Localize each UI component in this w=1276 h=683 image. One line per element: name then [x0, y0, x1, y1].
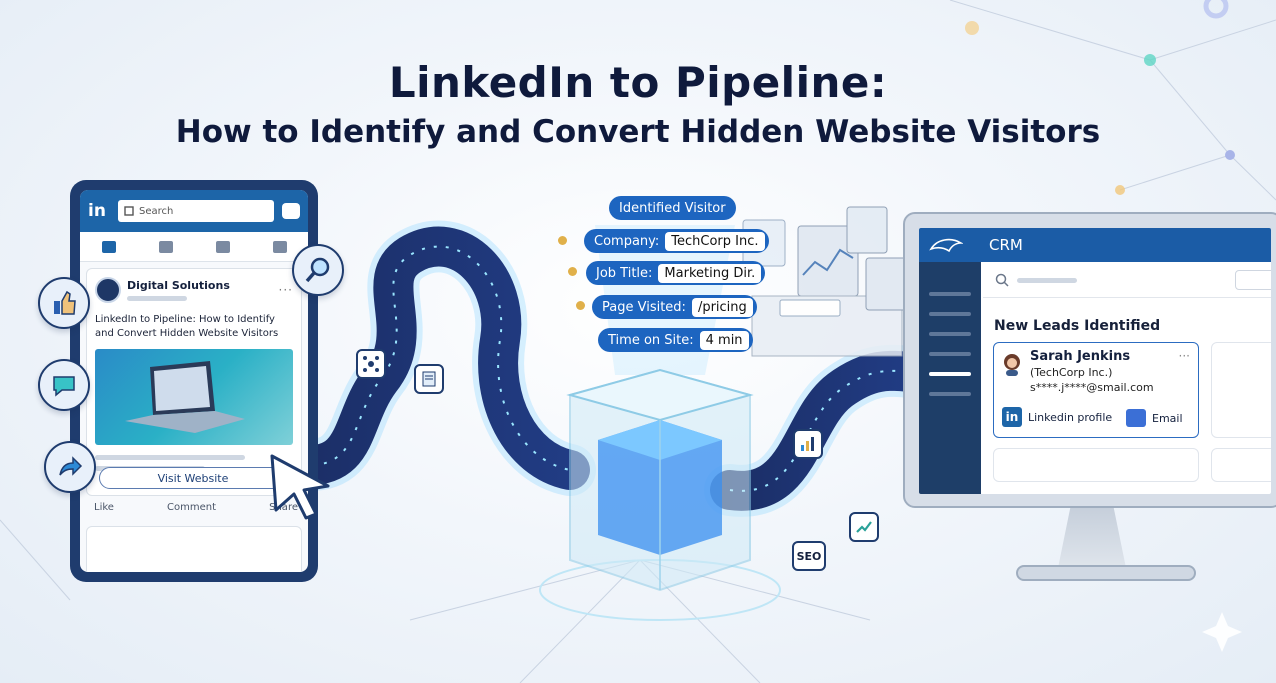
identified-visitor-header: Identified Visitor — [609, 196, 736, 220]
lead-card-placeholder — [1211, 448, 1271, 482]
send-icon[interactable] — [272, 240, 287, 253]
lead-linkedin-link[interactable]: in Linkedin profile — [1002, 407, 1112, 427]
notifications-icon[interactable] — [215, 240, 230, 253]
headline: LinkedIn to Pipeline: — [388, 58, 888, 107]
search-placeholder: Search — [139, 205, 174, 217]
network-nav-icon[interactable] — [158, 240, 173, 253]
search-input[interactable]: Search — [118, 200, 274, 222]
lead-linkedin-label: Linkedin profile — [1028, 410, 1113, 424]
field-label: Time on Site: — [608, 332, 694, 348]
linkedin-top-bar: in Search — [80, 190, 308, 232]
share-arrow-icon — [44, 441, 96, 493]
post-author: Digital Solutions — [127, 279, 230, 292]
email-icon — [1126, 409, 1146, 427]
sidebar-item[interactable] — [929, 292, 971, 296]
post-actions: Like Comment Share — [94, 502, 298, 513]
post-text: LinkedIn to Pipeline: How to Identify an… — [95, 314, 279, 339]
visitor-company-field: Company: TechCorp Inc. — [584, 229, 769, 253]
laptop-illustration — [125, 361, 245, 433]
crm-title: CRM — [989, 236, 1023, 254]
post-header: Digital Solutions ··· — [95, 277, 293, 303]
sidebar-item[interactable] — [929, 312, 971, 316]
sidebar-item-leads[interactable] — [929, 372, 971, 376]
post-meta-placeholder — [127, 296, 187, 301]
avatar — [1004, 354, 1020, 376]
thumbs-up-icon — [38, 277, 90, 329]
document-icon — [414, 364, 444, 394]
magnifier-icon — [292, 244, 344, 296]
lead-name: Sarah Jenkins — [1030, 349, 1131, 364]
post-image — [95, 349, 293, 445]
feed-post: Digital Solutions ··· LinkedIn to Pipeli… — [86, 268, 302, 496]
bar-chart-icon — [793, 429, 823, 459]
field-label: Company: — [594, 233, 660, 249]
crm-search-bar[interactable] — [983, 262, 1271, 298]
lead-email: s****.j****@smail.com — [1030, 381, 1154, 394]
monitor-stand — [1058, 508, 1126, 568]
search-placeholder-bar — [1017, 278, 1077, 283]
feed-post-placeholder — [86, 526, 302, 572]
field-label: Page Visited: — [602, 299, 686, 315]
visitor-job-title-field: Job Title: Marketing Dir. — [586, 261, 766, 285]
lead-company: (TechCorp Inc.) — [1030, 366, 1113, 379]
sidebar-item[interactable] — [929, 392, 971, 396]
comment-button[interactable]: Comment — [167, 502, 217, 513]
trend-up-icon — [849, 512, 879, 542]
lead-card-placeholder — [1211, 342, 1271, 438]
lead-card[interactable]: Sarah Jenkins (TechCorp Inc.) ··· s****.… — [993, 342, 1199, 438]
visitor-page-field: Page Visited: /pricing — [592, 295, 757, 319]
data-dot — [558, 236, 567, 245]
cursor-icon — [270, 454, 330, 520]
crm-filter-box[interactable] — [1235, 270, 1271, 290]
lead-email-link[interactable]: Email — [1126, 409, 1183, 427]
linkedin-icon: in — [1002, 407, 1022, 427]
visitor-time-field: Time on Site: 4 min — [598, 328, 753, 352]
field-value: Marketing Dir. — [658, 263, 762, 283]
message-icon[interactable] — [282, 203, 300, 219]
monitor-base — [1016, 565, 1196, 581]
lead-menu-icon[interactable]: ··· — [1178, 349, 1190, 363]
crm-header: CRM — [919, 228, 1271, 262]
visit-website-button[interactable]: Visit Website — [99, 467, 287, 489]
lead-card-placeholder — [993, 448, 1199, 482]
field-value: /pricing — [691, 297, 753, 317]
chat-bubble-icon — [38, 359, 90, 411]
share-button[interactable]: Share — [269, 502, 298, 513]
data-dot — [568, 267, 577, 276]
crm-monitor: CRM New Leads Identified Sarah Jenkins (… — [903, 212, 1276, 508]
lead-email-label: Email — [1152, 411, 1183, 425]
field-label: Job Title: — [596, 265, 653, 281]
linkedin-screen: in Search Digital Solutions ··· Linked — [80, 190, 308, 572]
crm-logo-icon — [929, 238, 963, 253]
seo-badge: SEO — [792, 541, 826, 571]
field-value: 4 min — [699, 330, 749, 350]
crm-screen: CRM New Leads Identified Sarah Jenkins (… — [919, 228, 1271, 494]
home-icon[interactable] — [101, 240, 116, 253]
linkedin-nav — [80, 232, 308, 262]
linkedin-logo: in — [88, 200, 110, 222]
sidebar-item[interactable] — [929, 352, 971, 356]
field-value: TechCorp Inc. — [665, 231, 765, 251]
sidebar-item[interactable] — [929, 332, 971, 336]
search-icon — [995, 273, 1009, 287]
data-dot — [576, 301, 585, 310]
like-button[interactable]: Like — [94, 502, 114, 513]
search-icon — [124, 206, 134, 216]
network-icon — [356, 349, 386, 379]
post-line-placeholder — [95, 455, 245, 460]
subheadline: How to Identify and Convert Hidden Websi… — [175, 114, 1101, 150]
post-menu-icon[interactable]: ··· — [278, 283, 293, 297]
company-avatar — [95, 277, 121, 303]
tablet-device: in Search Digital Solutions ··· Linked — [70, 180, 318, 582]
section-title: New Leads Identified — [994, 318, 1161, 334]
crm-sidebar — [919, 262, 981, 494]
